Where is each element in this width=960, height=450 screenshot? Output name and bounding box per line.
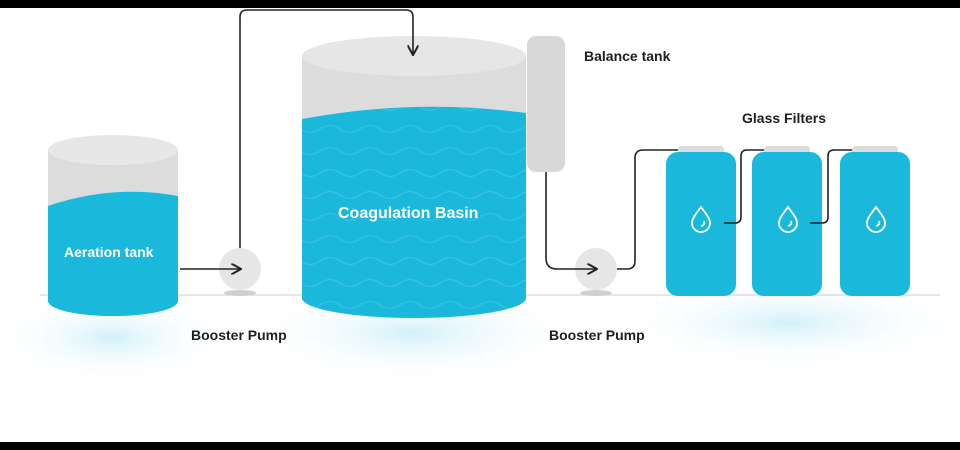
pipe-filter2-to-filter3 (810, 149, 852, 224)
balance-tank-label: Balance tank (584, 48, 671, 64)
booster-pump-2 (575, 248, 617, 296)
pipe-balance-to-pump (545, 172, 596, 269)
balance-tank (527, 36, 565, 172)
aeration-tank (48, 135, 178, 316)
aeration-tank-label: Aeration tank (64, 244, 154, 260)
coagulation-basin-label: Coagulation Basin (338, 205, 479, 222)
water-drop-icon (866, 205, 886, 233)
water-drop-icon (778, 205, 798, 233)
glass-filters-glow (615, 278, 960, 368)
aeration-tank-glow (0, 293, 232, 383)
booster-pump-1-label: Booster Pump (191, 327, 287, 343)
process-diagram: Aeration tank Coagulation Basin Balance … (0, 8, 960, 442)
pipe-pump-to-coagulation (239, 9, 413, 248)
coagulation-basin (302, 36, 526, 318)
pipe-pump-to-filters (617, 149, 678, 270)
water-drop-icon (691, 205, 711, 233)
booster-pump-2-label: Booster Pump (549, 327, 645, 343)
booster-pump-1 (219, 248, 261, 296)
glass-filter-3 (840, 146, 910, 296)
pipe-filter1-to-filter2 (724, 149, 764, 224)
glass-filter-1 (666, 146, 736, 296)
glass-filters-label: Glass Filters (742, 110, 827, 126)
glass-filter-2 (752, 146, 822, 296)
